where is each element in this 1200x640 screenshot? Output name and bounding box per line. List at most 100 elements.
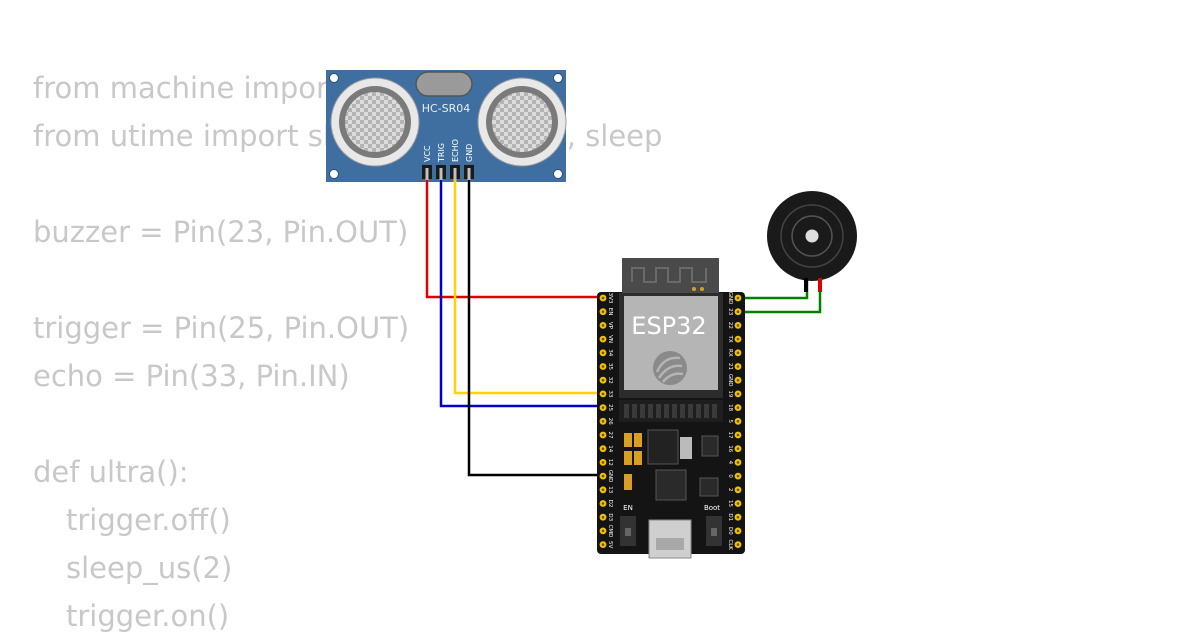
transducer-right	[477, 77, 567, 167]
esp32-pin-hole	[736, 447, 740, 451]
esp32-pin-hole	[601, 296, 605, 300]
esp32-pin-hole	[736, 488, 740, 492]
esp32-pin-hole	[601, 515, 605, 519]
esp32-pin-label: 0	[727, 474, 733, 478]
esp32-pin-label: 34	[607, 349, 613, 356]
mount-hole	[329, 169, 339, 179]
esp32-pin-label: CMD	[607, 524, 613, 537]
wire-gnd	[467, 180, 601, 477]
module-pad	[696, 404, 701, 418]
module-pad	[704, 404, 709, 418]
module-pad	[656, 404, 661, 418]
code-line: buzzer = Pin(23, Pin.OUT)	[33, 215, 409, 249]
esp32-pin-label: GND	[607, 470, 613, 483]
esp32-pin-label: 4	[727, 461, 733, 465]
esp32-pin-label: 19	[727, 390, 733, 397]
esp32-pin-hole	[601, 502, 605, 505]
esp32-pin-hole	[736, 474, 740, 478]
esp32-pin-label: 14	[607, 445, 613, 452]
esp32-pin-hole	[601, 474, 605, 478]
esp32-pin-hole	[736, 365, 740, 368]
esp32-pin-label: VP	[607, 322, 613, 330]
module-pad	[624, 404, 629, 418]
sensor-pin-label: ECHO	[451, 139, 460, 162]
esp32-pin-hole	[601, 310, 605, 314]
esp32-pin-label: CLK	[727, 539, 733, 550]
sensor-pin-label: GND	[465, 144, 474, 162]
module-pad	[688, 404, 693, 418]
wire-buzzer-gnd	[738, 280, 809, 300]
esp32-pin-hole	[736, 310, 740, 314]
esp32-pin-label: RX	[727, 349, 733, 357]
sensor-pin-label: VCC	[423, 145, 432, 162]
esp32-pin-label: 5	[727, 420, 733, 424]
regulator-tab	[680, 437, 692, 459]
code-line: trigger.on()	[66, 599, 230, 633]
esp32-pin-hole	[601, 324, 605, 327]
esp32-pin-hole	[601, 461, 605, 464]
esp32-pin-hole	[736, 420, 740, 423]
esp32-pin-hole	[601, 392, 605, 396]
code-line: trigger = Pin(25, Pin.OUT)	[33, 311, 410, 345]
espressif-logo-icon	[653, 351, 687, 385]
sensor-pin-leg	[439, 168, 443, 182]
esp32-pin-label: D2	[607, 500, 613, 508]
code-line: def ultra():	[33, 455, 189, 489]
esp32-pin-hole	[601, 420, 605, 423]
esp32-board[interactable]: ESP32 EN Boot 3V3ENVPVN34353233252627141…	[597, 258, 745, 559]
esp32-pin-label: EN	[607, 308, 613, 316]
esp32-pin-hole	[601, 529, 605, 533]
module-pad	[664, 404, 669, 418]
esp32-pin-hole	[736, 351, 740, 355]
buzzer[interactable]	[767, 191, 857, 292]
esp32-pin-hole	[736, 378, 740, 382]
module-pad	[680, 404, 685, 418]
esp32-pin-hole	[736, 433, 740, 437]
voltage-regulator	[647, 429, 679, 465]
esp32-pin-label: D1	[727, 513, 733, 521]
esp32-pin-label: 3V3	[607, 293, 613, 304]
buzzer-leg-positive	[818, 278, 822, 292]
mount-hole	[553, 169, 563, 179]
module-pad	[712, 404, 717, 418]
esp32-pin-label: GND	[727, 374, 733, 387]
esp32-pin-hole	[736, 406, 740, 409]
boot-button-label: Boot	[704, 504, 720, 512]
esp32-pin-label: 15	[727, 500, 733, 507]
code-line: echo = Pin(33, Pin.IN)	[33, 359, 350, 393]
esp32-pin-label: 2	[727, 488, 733, 492]
sensor-label: HC-SR04	[422, 102, 471, 115]
wire-trig	[439, 180, 601, 408]
esp32-pin-label: 18	[727, 404, 733, 411]
esp32-pin-hole	[601, 447, 605, 451]
esp32-pin-hole	[601, 337, 605, 341]
esp32-pin-label: 26	[607, 418, 613, 425]
esp32-pin-hole	[601, 365, 605, 368]
esp32-pin-label: 21	[727, 363, 733, 370]
module-pad	[640, 404, 645, 418]
esp32-pin-label: TX	[727, 335, 733, 343]
code-line: trigger.off()	[66, 503, 231, 537]
esp32-pin-hole	[736, 337, 740, 341]
esp32-pin-hole	[601, 351, 605, 355]
antenna-area	[622, 258, 719, 298]
esp32-pin-hole	[736, 324, 740, 327]
esp32-pin-label: D3	[607, 513, 613, 521]
module-pad	[648, 404, 653, 418]
en-button-label: EN	[623, 504, 633, 512]
code-line: sleep_us(2)	[66, 551, 233, 585]
esp32-pin-label: GND	[727, 292, 733, 305]
esp32-pin-hole	[601, 543, 605, 546]
esp32-pin-label: 33	[607, 390, 613, 397]
esp32-pin-hole	[736, 392, 740, 396]
mount-hole	[553, 73, 563, 83]
buzzer-leg-negative	[804, 278, 808, 292]
mount-hole	[329, 73, 339, 83]
module-pad	[632, 404, 637, 418]
crystal-oscillator	[415, 71, 473, 97]
esp32-pin-hole	[601, 378, 605, 382]
esp32-pin-hole	[736, 515, 740, 519]
esp32-pin-label: 27	[607, 432, 613, 439]
wire-echo	[453, 180, 601, 395]
